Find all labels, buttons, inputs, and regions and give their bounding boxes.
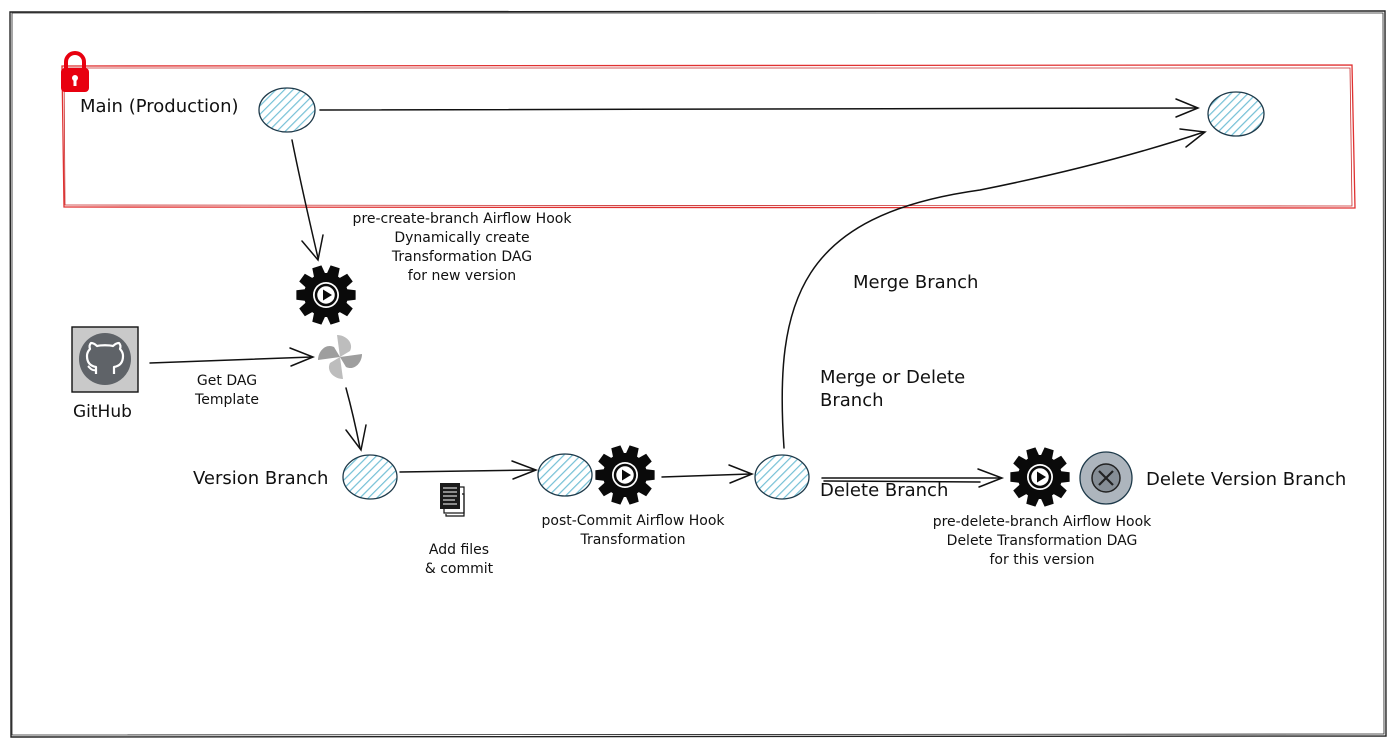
github-icon bbox=[71, 326, 139, 393]
pre-create-hook-line4: for new version bbox=[407, 268, 517, 284]
pre-create-hook-line1: pre-create-branch Airflow Hook bbox=[352, 211, 572, 227]
merge-or-delete-line1: Merge or Delete bbox=[820, 367, 966, 388]
lock-icon bbox=[61, 51, 89, 92]
add-files-line1: Add files bbox=[428, 542, 490, 558]
pre-create-hook-line3: Transformation DAG bbox=[391, 249, 533, 265]
get-dag-template-label: Get DAG Template bbox=[195, 372, 259, 410]
gear-play-icon-pre-delete bbox=[1010, 447, 1070, 507]
arrow-version-branch-to-commit-node bbox=[399, 460, 539, 480]
outer-frame bbox=[9, 10, 1387, 738]
airflow-pinwheel-icon bbox=[318, 335, 362, 379]
commit-node[interactable] bbox=[537, 453, 593, 497]
post-commit-line1: post-Commit Airflow Hook bbox=[541, 513, 725, 529]
arrow-github-to-airflow bbox=[149, 347, 316, 367]
pre-create-hook-caption: pre-create-branch Airflow Hook Dynamical… bbox=[353, 210, 572, 286]
main-merge-target-node[interactable] bbox=[1207, 91, 1265, 137]
add-files-commit-label: Add files & commit bbox=[425, 541, 493, 579]
get-dag-line1: Get DAG bbox=[196, 373, 258, 389]
merge-or-delete-node[interactable] bbox=[754, 454, 810, 500]
pre-delete-hook-caption: pre-delete-branch Airflow Hook Delete Tr… bbox=[933, 513, 1152, 570]
main-branch-node[interactable] bbox=[258, 87, 316, 133]
document-icon bbox=[440, 483, 465, 517]
merge-or-delete-line2: Branch bbox=[820, 390, 884, 411]
pre-delete-line1: pre-delete-branch Airflow Hook bbox=[932, 514, 1152, 530]
delete-version-branch-label: Delete Version Branch bbox=[1146, 469, 1347, 490]
main-protected-box bbox=[61, 64, 1356, 209]
version-branch-node[interactable] bbox=[342, 454, 398, 500]
post-commit-line2: Transformation bbox=[580, 532, 686, 548]
merge-or-delete-label: Merge or Delete Branch bbox=[820, 366, 965, 412]
arrow-airflow-to-version-branch bbox=[345, 387, 367, 452]
post-commit-hook-caption: post-Commit Airflow Hook Transformation bbox=[541, 512, 724, 550]
gear-play-icon-pre-create bbox=[296, 265, 356, 325]
main-branch-label: Main (Production) bbox=[80, 96, 239, 117]
arrow-decision-to-delete-hook bbox=[821, 468, 1005, 488]
arrow-main-to-merge-target bbox=[319, 98, 1200, 118]
arrow-main-to-pre-create-hook bbox=[291, 139, 324, 262]
merge-branch-label: Merge Branch bbox=[853, 272, 979, 293]
deleted-branch-node[interactable] bbox=[1079, 451, 1133, 505]
pre-delete-line2: Delete Transformation DAG bbox=[946, 533, 1138, 549]
add-files-line2: & commit bbox=[424, 561, 494, 577]
pre-delete-line3: for this version bbox=[989, 552, 1095, 568]
github-label: GitHub bbox=[73, 402, 132, 422]
version-branch-label: Version Branch bbox=[193, 468, 329, 489]
arrow-post-commit-to-decision-node bbox=[661, 464, 755, 484]
pre-create-hook-line2: Dynamically create bbox=[394, 230, 530, 246]
delete-branch-label: Delete Branch bbox=[820, 480, 949, 501]
get-dag-line2: Template bbox=[195, 392, 259, 408]
gear-play-icon-post-commit bbox=[595, 445, 655, 505]
arrow-merge-branch-to-main bbox=[781, 128, 1207, 449]
